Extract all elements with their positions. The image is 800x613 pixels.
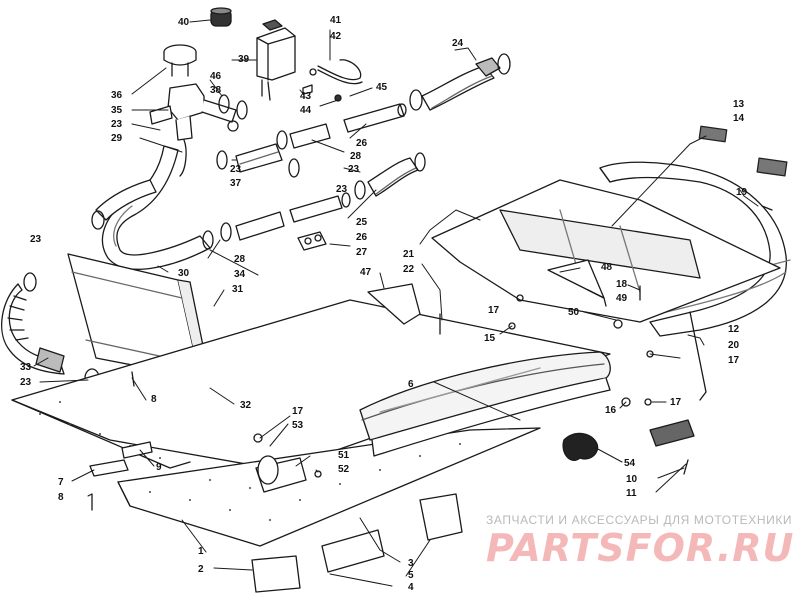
callout: 40 xyxy=(178,17,190,28)
callout: 1 xyxy=(198,546,204,557)
callout: 49 xyxy=(616,293,628,304)
hose-29-upper xyxy=(95,179,157,221)
callout: 6 xyxy=(408,379,414,390)
callout: 12 xyxy=(728,324,740,335)
callout: 17 xyxy=(488,305,500,316)
watermark-tagline: ЗАПЧАСТИ И АКСЕССУАРЫ ДЛЯ МОТОТЕХНИКИ xyxy=(486,513,793,527)
callout: 17 xyxy=(292,406,304,417)
callout: 16 xyxy=(605,405,617,416)
callout: 9 xyxy=(156,462,162,473)
callout: 53 xyxy=(292,420,304,431)
callout: 4 xyxy=(408,582,414,593)
tube-26-upper xyxy=(343,103,407,133)
callout: 7 xyxy=(58,477,64,488)
callout: 23 xyxy=(20,377,32,388)
callout-labels: 40 41 42 39 36 46 38 43 45 44 35 23 24 2… xyxy=(20,15,748,593)
leader-lines xyxy=(33,19,759,587)
callout: 24 xyxy=(452,38,464,49)
filler-cap-40 xyxy=(210,7,232,27)
callout: 31 xyxy=(232,284,244,295)
callout: 17 xyxy=(670,397,682,408)
callout: 23 xyxy=(30,234,42,245)
hose-37 xyxy=(235,143,283,173)
callout: 8 xyxy=(151,394,157,405)
callout: 21 xyxy=(403,249,415,260)
callout: 42 xyxy=(330,31,342,42)
callout: 27 xyxy=(356,247,368,258)
callout: 20 xyxy=(728,340,740,351)
callout: 50 xyxy=(568,307,580,318)
callout: 39 xyxy=(238,54,250,65)
callout: 34 xyxy=(234,269,246,280)
callout: 51 xyxy=(338,450,350,461)
callout: 28 xyxy=(350,151,362,162)
thermostat-housing-35 xyxy=(149,83,237,141)
callout: 48 xyxy=(601,262,613,273)
callout: 19 xyxy=(736,187,748,198)
callout: 28 xyxy=(234,254,246,265)
callout: 32 xyxy=(240,400,252,411)
nose-pan-21 xyxy=(431,179,781,323)
callout: 26 xyxy=(356,138,368,149)
hose-28-lower xyxy=(235,211,285,241)
callout: 25 xyxy=(356,217,368,228)
callout: 23 xyxy=(230,164,242,175)
callout: 14 xyxy=(733,113,745,124)
callout: 52 xyxy=(338,464,350,475)
callout: 26 xyxy=(356,232,368,243)
callout: 47 xyxy=(360,267,372,278)
callout: 13 xyxy=(733,99,745,110)
callout: 23 xyxy=(348,164,360,175)
callout: 8 xyxy=(58,492,64,503)
callout: 23 xyxy=(336,184,348,195)
callout: 10 xyxy=(626,474,638,485)
callout: 3 xyxy=(408,558,414,569)
callout: 46 xyxy=(210,71,222,82)
coolant-tank-39 xyxy=(256,19,296,101)
callout: 38 xyxy=(210,85,222,96)
callout: 33 xyxy=(20,362,32,373)
callout: 11 xyxy=(626,488,637,499)
hose-28-upper xyxy=(289,123,331,149)
callout: 30 xyxy=(178,268,190,279)
callout: 15 xyxy=(484,333,496,344)
callout: 41 xyxy=(330,15,342,26)
callout: 2 xyxy=(198,564,204,575)
callout: 29 xyxy=(111,133,123,144)
callout: 23 xyxy=(111,119,123,130)
hose-33 xyxy=(1,283,65,375)
callout: 45 xyxy=(376,82,388,93)
callout: 17 xyxy=(728,355,740,366)
callout: 54 xyxy=(624,458,636,469)
hose-24 xyxy=(421,57,501,111)
tunnel-6 xyxy=(359,351,611,457)
callout: 22 xyxy=(403,264,415,275)
callout: 44 xyxy=(300,105,312,116)
watermark-brand: PARTSFOR.RU xyxy=(486,526,795,570)
tube-26-lower xyxy=(289,195,343,223)
radiator-cap-36 xyxy=(163,44,197,77)
callout: 36 xyxy=(111,90,123,101)
callout: 5 xyxy=(408,570,414,581)
callout: 37 xyxy=(230,178,242,189)
callout: 18 xyxy=(616,279,628,290)
callout: 35 xyxy=(111,105,123,116)
callout: 43 xyxy=(300,91,312,102)
